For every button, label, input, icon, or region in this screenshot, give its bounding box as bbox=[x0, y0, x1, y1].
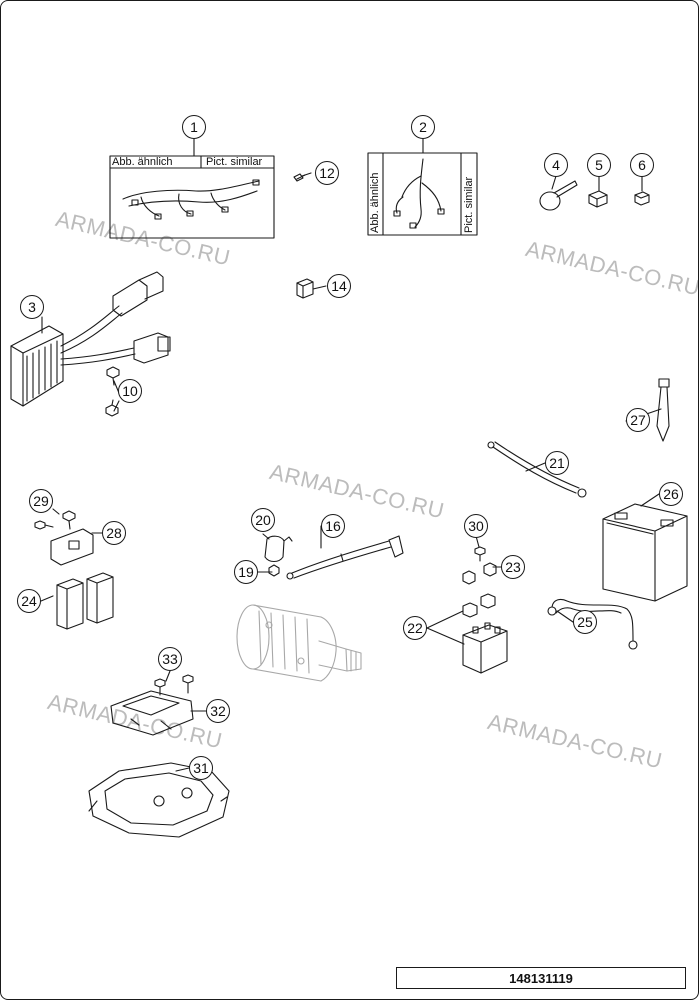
callout-32: 32 bbox=[206, 699, 230, 723]
callout-4: 4 bbox=[544, 153, 568, 177]
cable-part-16 bbox=[286, 535, 404, 580]
callout-3: 3 bbox=[20, 295, 44, 319]
wiring-harness-main bbox=[109, 155, 275, 239]
callout-22: 22 bbox=[403, 616, 427, 640]
label-abb-aehnlich: Abb. ähnlich bbox=[369, 172, 381, 233]
cable-part-21 bbox=[487, 441, 587, 498]
callout-12: 12 bbox=[315, 161, 339, 185]
callout-26: 26 bbox=[659, 482, 683, 506]
callout-19: 19 bbox=[234, 560, 258, 584]
callout-33: 33 bbox=[158, 647, 182, 671]
callout-21: 21 bbox=[545, 451, 569, 475]
bolt-part-30 bbox=[474, 546, 486, 562]
cable-part-25 bbox=[547, 598, 638, 650]
callout-5: 5 bbox=[587, 153, 611, 177]
label-pict-similar: Pict. similar bbox=[206, 156, 263, 168]
clip-part-5 bbox=[588, 190, 608, 208]
callout-28: 28 bbox=[102, 521, 126, 545]
relay-part-24 bbox=[56, 572, 114, 630]
screw-part-29 bbox=[34, 510, 76, 530]
callout-2: 2 bbox=[411, 115, 435, 139]
cable-tie-part-4 bbox=[539, 180, 578, 211]
callout-10: 10 bbox=[118, 379, 142, 403]
callout-31: 31 bbox=[189, 756, 213, 780]
callout-29: 29 bbox=[29, 489, 53, 513]
fuse-tool-part-27 bbox=[656, 378, 670, 442]
callout-25: 25 bbox=[573, 610, 597, 634]
label-abb-aehnlich: Abb. ähnlich bbox=[112, 156, 173, 168]
cap-part-20 bbox=[264, 535, 293, 563]
label-pict-similar: Pict. similar bbox=[463, 176, 475, 233]
fuse-part-23 bbox=[462, 562, 497, 585]
bracket-part-28 bbox=[50, 528, 94, 566]
tray-part-31 bbox=[88, 762, 230, 838]
battery-part-26 bbox=[602, 503, 688, 602]
callout-30: 30 bbox=[464, 514, 488, 538]
holder-part-32 bbox=[110, 690, 194, 736]
callout-27: 27 bbox=[626, 408, 650, 432]
starter-motor bbox=[236, 604, 362, 682]
socket-part-14 bbox=[296, 278, 314, 299]
regulator-part-3 bbox=[10, 271, 171, 407]
document-number: 148131119 bbox=[396, 967, 686, 989]
bulb-part-12 bbox=[293, 173, 306, 182]
callout-1: 1 bbox=[182, 115, 206, 139]
callout-23: 23 bbox=[501, 555, 525, 579]
screw-part-10 bbox=[105, 366, 120, 417]
callout-14: 14 bbox=[327, 274, 351, 298]
clip-part-6 bbox=[634, 191, 650, 206]
leader-lines bbox=[40, 137, 662, 772]
callout-6: 6 bbox=[630, 153, 654, 177]
callout-20: 20 bbox=[251, 508, 275, 532]
relay-part-22 bbox=[462, 593, 508, 674]
screw-part-33 bbox=[154, 674, 194, 696]
wiring-harness-secondary bbox=[367, 152, 478, 236]
nut-part-19 bbox=[268, 564, 280, 577]
callout-16: 16 bbox=[321, 514, 345, 538]
callout-24: 24 bbox=[17, 589, 41, 613]
